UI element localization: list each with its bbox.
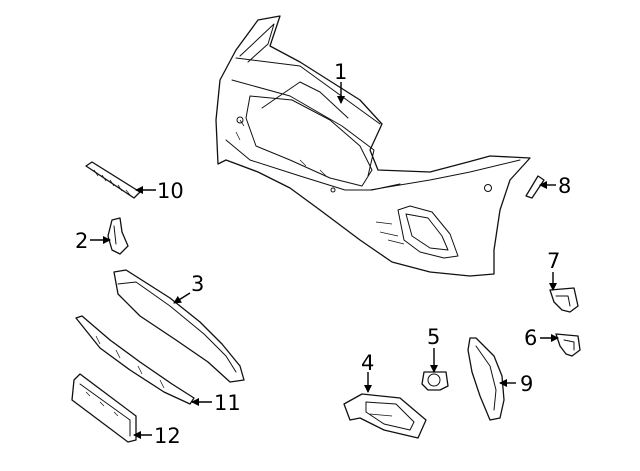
fog-lamp-bezel: [343, 393, 427, 439]
license-plate-bracket: [71, 373, 137, 443]
callout-6: 6: [524, 326, 537, 350]
callout-12: 12: [154, 424, 181, 448]
callout-11: 11: [214, 391, 241, 415]
callout-2: 2: [75, 229, 88, 253]
leader-3: [173, 292, 191, 304]
right-bracket-lower: [555, 333, 581, 357]
right-bracket-upper: [549, 287, 579, 313]
callout-8: 8: [558, 174, 571, 198]
bumper-cover: [215, 15, 531, 277]
callout-7: 7: [547, 249, 560, 273]
callout-5: 5: [427, 325, 440, 349]
upper-bracket-strip: [85, 161, 141, 199]
callout-4: 4: [361, 351, 374, 375]
callout-3: 3: [191, 272, 204, 296]
parking-sensor: [421, 371, 449, 391]
lower-grille: [113, 269, 245, 383]
callout-10: 10: [157, 179, 184, 203]
side-marker-cover: [467, 337, 505, 421]
callout-1: 1: [334, 60, 347, 84]
side-clip: [107, 217, 129, 255]
reflector-strip: [525, 175, 545, 199]
callout-9: 9: [520, 372, 533, 396]
